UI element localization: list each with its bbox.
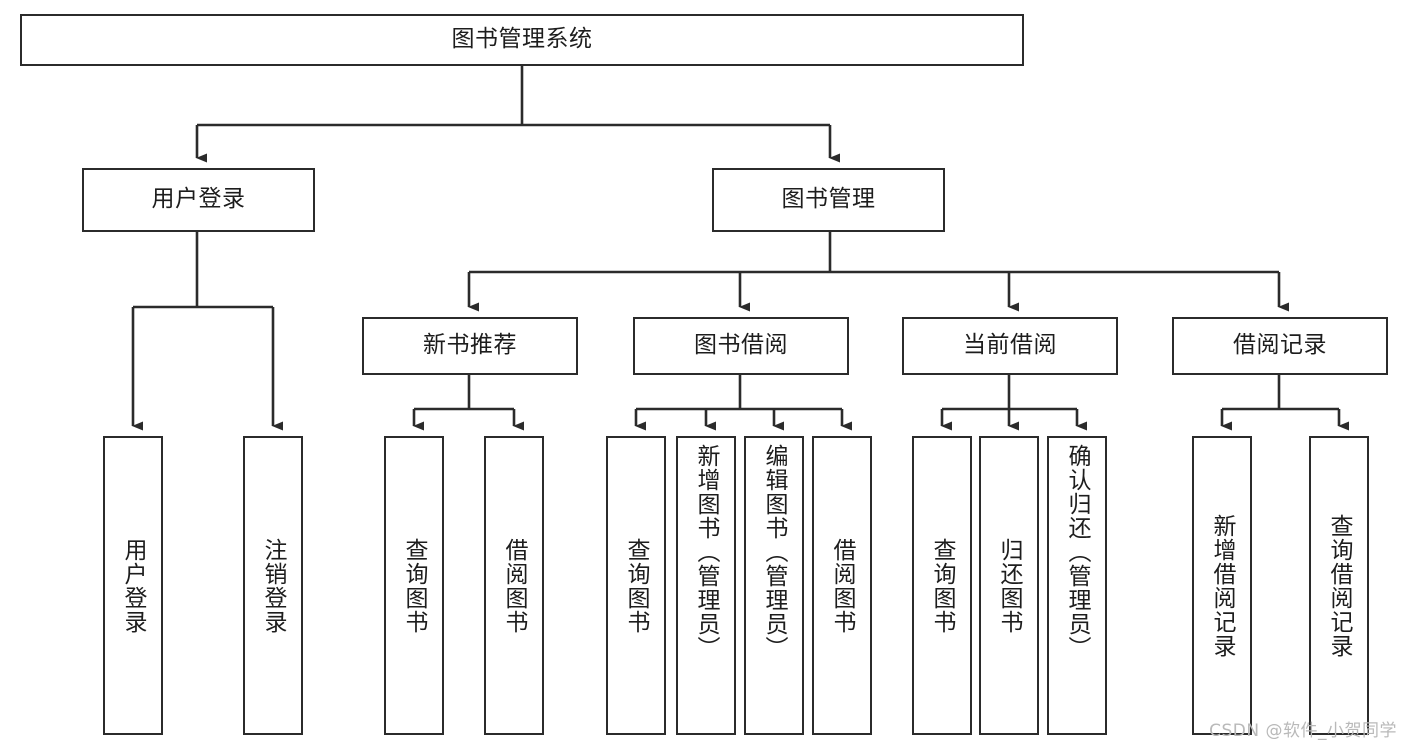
node-label: 确认归还（管理员） xyxy=(1064,444,1091,660)
leaf-query-book-borrow[interactable]: 查询图书 xyxy=(606,436,666,735)
node-label: 编辑图书（管理员） xyxy=(761,444,788,660)
leaf-query-book-current[interactable]: 查询图书 xyxy=(912,436,972,735)
node-label: 新增借阅记录 xyxy=(1209,513,1236,658)
node-label: 借阅图书 xyxy=(829,537,856,634)
node-label: 查询图书 xyxy=(401,537,428,634)
node-label: 查询图书 xyxy=(929,537,956,634)
leaf-edit-book-admin[interactable]: 编辑图书（管理员） xyxy=(744,436,804,735)
node-book-management[interactable]: 图书管理 xyxy=(712,168,945,232)
node-label: 图书管理系统 xyxy=(451,26,593,53)
leaf-add-borrow-record[interactable]: 新增借阅记录 xyxy=(1192,436,1252,735)
node-label: 借阅记录 xyxy=(1233,332,1327,359)
watermark: CSDN @软件_小贺同学 xyxy=(1209,721,1397,741)
leaf-query-borrow-record[interactable]: 查询借阅记录 xyxy=(1309,436,1369,735)
leaf-borrow-book-recommend[interactable]: 借阅图书 xyxy=(484,436,544,735)
node-borrow-record[interactable]: 借阅记录 xyxy=(1172,317,1388,375)
node-label: 新书推荐 xyxy=(423,332,517,359)
node-label: 借阅图书 xyxy=(501,537,528,634)
node-label: 图书管理 xyxy=(781,186,876,213)
node-label: 查询借阅记录 xyxy=(1326,513,1353,658)
node-label: 注销登录 xyxy=(260,537,287,634)
node-label: 查询图书 xyxy=(623,537,650,634)
node-user-login[interactable]: 用户登录 xyxy=(82,168,315,232)
leaf-user-login[interactable]: 用户登录 xyxy=(103,436,163,735)
node-current-borrow[interactable]: 当前借阅 xyxy=(902,317,1118,375)
node-label: 图书借阅 xyxy=(694,332,788,359)
leaf-query-book-recommend[interactable]: 查询图书 xyxy=(384,436,444,735)
node-book-borrow[interactable]: 图书借阅 xyxy=(633,317,849,375)
leaf-return-book[interactable]: 归还图书 xyxy=(979,436,1039,735)
node-label: 用户登录 xyxy=(151,186,246,213)
node-new-book-recommend[interactable]: 新书推荐 xyxy=(362,317,578,375)
leaf-confirm-return-admin[interactable]: 确认归还（管理员） xyxy=(1047,436,1107,735)
node-label: 新增图书（管理员） xyxy=(693,444,720,660)
node-label: 当前借阅 xyxy=(963,332,1057,359)
node-label: 归还图书 xyxy=(996,537,1023,634)
node-root[interactable]: 图书管理系统 xyxy=(20,14,1024,66)
leaf-add-book-admin[interactable]: 新增图书（管理员） xyxy=(676,436,736,735)
node-label: 用户登录 xyxy=(120,537,147,634)
leaf-user-logout[interactable]: 注销登录 xyxy=(243,436,303,735)
leaf-borrow-book[interactable]: 借阅图书 xyxy=(812,436,872,735)
